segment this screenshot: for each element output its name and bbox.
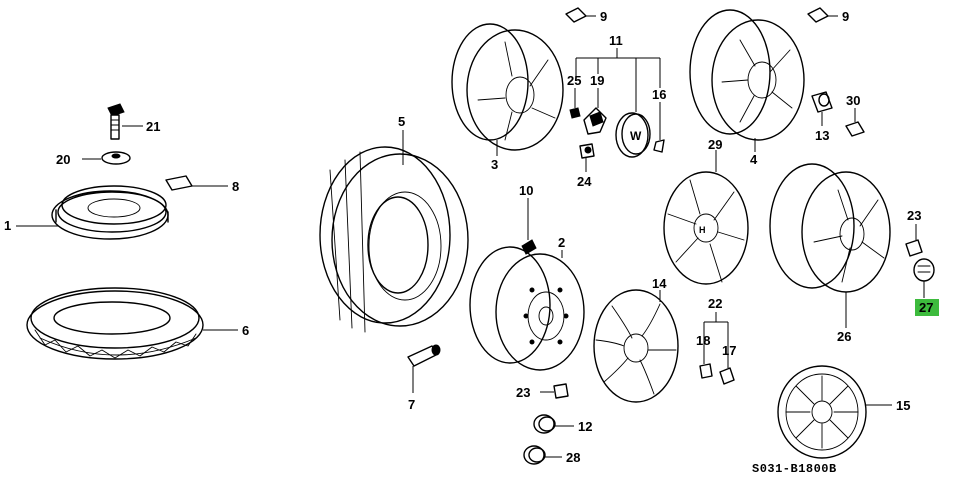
nut-24 [579,143,595,172]
washer-20 [82,151,131,165]
callout-26: 26 [837,329,851,344]
callout-27: 27 [919,300,933,315]
highlight-box-27 [915,299,939,316]
diagram-reference-code: S031-B1800B [752,462,837,476]
bolt-21 [107,103,143,140]
nut-9-left [565,7,596,23]
callout-3: 3 [491,157,498,172]
alloy-wheel-4 [689,9,805,152]
svg-text:W: W [630,129,642,143]
alloy-wheel-3 [451,23,564,156]
center-cap-group-11 [575,48,661,112]
wheel-cover-14 [593,289,679,403]
callout-23-left: 23 [516,385,530,400]
clip-25 [569,88,581,119]
callout-1: 1 [4,218,11,233]
callout-11: 11 [609,33,623,48]
nut-23-right [905,224,923,257]
callout-23-right: 23 [907,208,921,223]
callout-18: 18 [696,333,710,348]
spare-wheel [16,185,169,240]
label-8 [165,175,228,191]
callout-25: 25 [567,73,581,88]
alloy-wheel-26 [769,163,891,328]
steel-wheel-2 [469,246,585,371]
callout-10: 10 [519,183,533,198]
callout-9-left: 9 [600,9,607,24]
callout-4: 4 [750,152,758,167]
nut-12 [533,414,574,434]
tire [319,130,469,333]
callout-13: 13 [815,128,829,143]
callout-12: 12 [578,419,592,434]
valve-7 [407,344,441,393]
callout-16: 16 [652,87,666,102]
center-cap: W [615,112,651,158]
nut-23-left [540,383,569,399]
svg-text:H: H [699,225,706,235]
callout-22: 22 [708,296,722,311]
wheel-cover-15 [777,365,892,459]
callout-14: 14 [652,276,667,291]
spare-tire [26,287,238,360]
nut-30 [845,108,865,137]
callout-24: 24 [577,174,592,189]
bolt-17 [719,367,735,385]
center-spider-19 [583,88,607,135]
valve-cap-10 [521,198,537,255]
callout-8: 8 [232,179,239,194]
bracket-22 [703,312,729,368]
callout-5: 5 [398,114,405,129]
callout-29: 29 [708,137,722,152]
callout-7: 7 [408,397,415,412]
callout-2: 2 [558,235,565,250]
nut-9-right [807,7,838,23]
callout-28: 28 [566,450,580,465]
callout-21: 21 [146,119,160,134]
clip-16 [653,102,665,153]
callout-9-right: 9 [842,9,849,24]
callout-30: 30 [846,93,860,108]
nut-13 [811,91,833,126]
callout-19: 19 [590,73,604,88]
callout-6: 6 [242,323,249,338]
nut-18 [699,363,713,379]
callout-15: 15 [896,398,910,413]
wheel-cover-29: H [663,150,749,285]
callout-20: 20 [56,152,70,167]
nut-28 [523,445,562,465]
nut-27 [913,258,935,298]
callout-17: 17 [722,343,736,358]
